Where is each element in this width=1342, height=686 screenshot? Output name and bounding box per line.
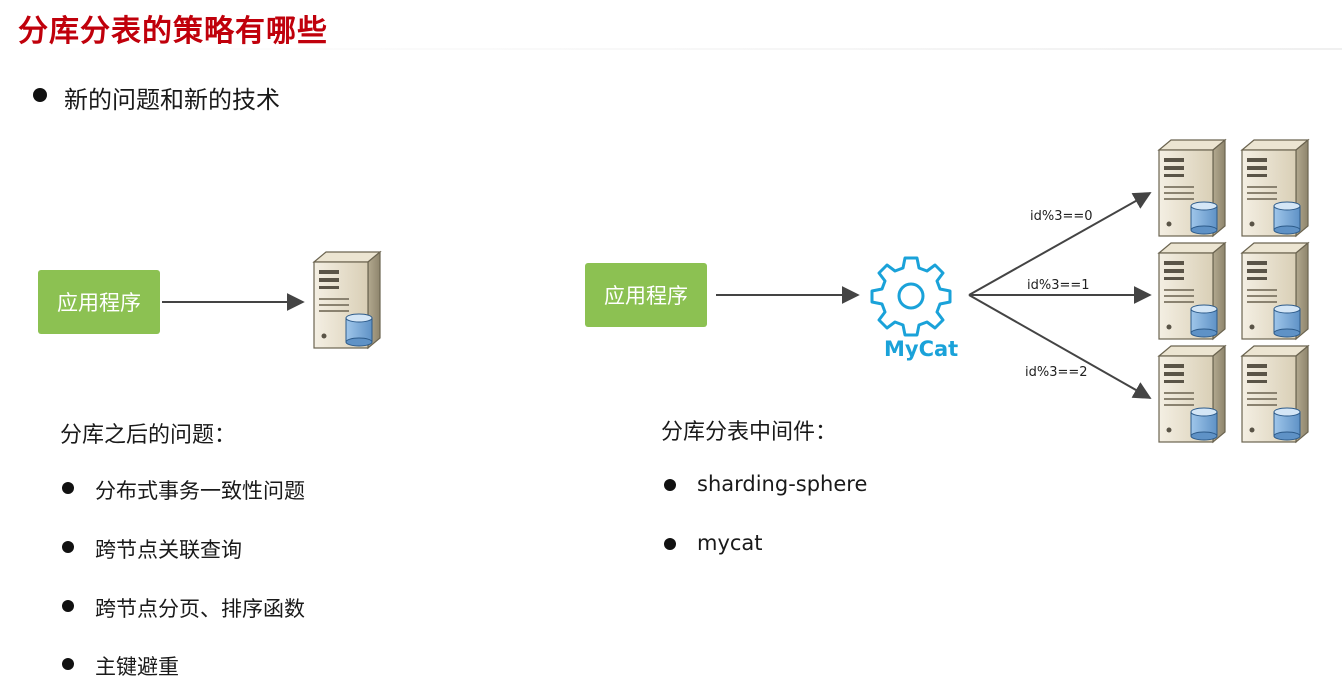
route-label-1: id%3==1 bbox=[1027, 278, 1090, 293]
right-section-title: 分库分表中间件： bbox=[661, 420, 838, 445]
route-label-0: id%3==0 bbox=[1030, 209, 1093, 224]
left-item-dot bbox=[62, 541, 74, 553]
server-icon-0a bbox=[1158, 139, 1226, 237]
title-divider bbox=[0, 48, 1342, 50]
left-section-title: 分库之后的问题： bbox=[60, 423, 237, 448]
left-app-box: 应用程序 bbox=[38, 270, 160, 334]
right-item-0: sharding-sphere bbox=[697, 472, 868, 496]
route-label-2: id%3==2 bbox=[1025, 365, 1088, 380]
right-item-1: mycat bbox=[697, 531, 763, 555]
left-item-dot bbox=[62, 600, 74, 612]
server-icon-1a bbox=[1158, 242, 1226, 340]
gear-icon bbox=[870, 256, 952, 337]
right-app-box: 应用程序 bbox=[585, 263, 707, 327]
left-item-2: 跨节点分页、排序函数 bbox=[95, 597, 305, 621]
left-item-0: 分布式事务一致性问题 bbox=[95, 479, 305, 503]
server-icon-0b bbox=[1241, 139, 1309, 237]
left-item-1: 跨节点关联查询 bbox=[95, 538, 242, 562]
left-item-dot bbox=[62, 658, 74, 670]
left-item-dot bbox=[62, 482, 74, 494]
left-server-icon bbox=[313, 251, 381, 349]
page-title: 分库分表的策略有哪些 bbox=[18, 14, 328, 49]
main-bullet-text: 新的问题和新的技术 bbox=[64, 86, 280, 114]
right-item-dot bbox=[664, 479, 676, 491]
route-arrow-2 bbox=[968, 294, 1152, 399]
server-icon-2a bbox=[1158, 345, 1226, 443]
right-item-dot bbox=[664, 538, 676, 550]
main-bullet-dot bbox=[33, 88, 47, 102]
mycat-label: MyCat bbox=[884, 337, 959, 361]
route-arrow-0 bbox=[968, 192, 1152, 296]
server-icon-2b bbox=[1241, 345, 1309, 443]
server-icon-1b bbox=[1241, 242, 1309, 340]
left-item-3: 主键避重 bbox=[95, 655, 179, 679]
